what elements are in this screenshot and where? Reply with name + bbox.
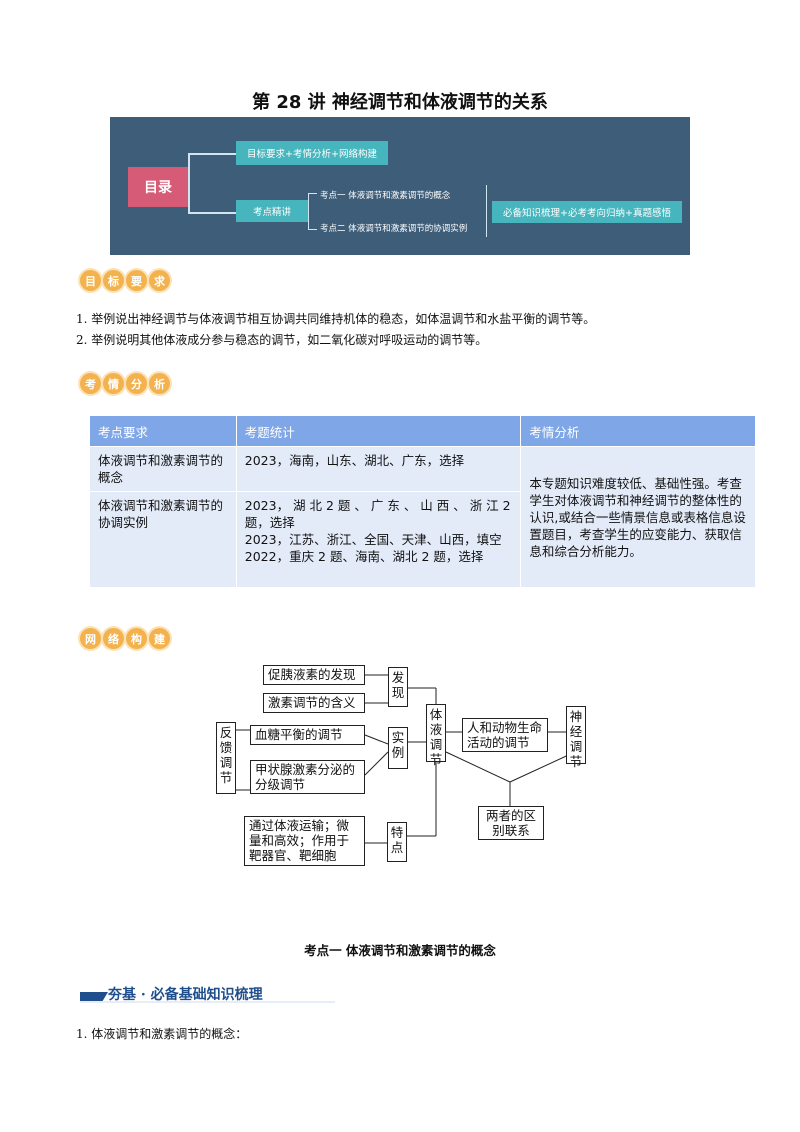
toc-banner: 目录 目标要求+考情分析+网络构建 考点精讲 考点一 体液调节和激素调节的概念 … xyxy=(110,117,690,255)
section-goals-heading: 目 标 要 求 xyxy=(80,270,170,291)
box-features-text: 通过体液运输；微量和高效；作用于靶器官、靶细胞 xyxy=(244,816,365,866)
table-row: 体液调节和激素调节的协调实例 2023， 湖 北 2 题 、 广 东 、 山 西… xyxy=(89,491,756,588)
heading-char: 目 xyxy=(80,270,101,291)
heading-char: 构 xyxy=(126,628,147,649)
heading-char: 络 xyxy=(103,628,124,649)
heading-char: 建 xyxy=(149,628,170,649)
goal-1: 1. 举例说出神经调节与体液调节相互协调共同维持机体的稳态，如体温调节和水盐平衡… xyxy=(76,312,596,326)
stat-line: 2023，江苏、浙江、全国、天津、山西，填空 xyxy=(244,532,502,547)
heading-char: 情 xyxy=(103,373,124,394)
table-cell: 体液调节和激素调节的协调实例 xyxy=(89,491,237,588)
stat-line: 2022，重庆 2 题、海南、湖北 2 题，选择 xyxy=(244,549,484,564)
table-cell-analysis: 本专题知识难度较低、基础性强。考查学生对体液调节和神经调节的整体性的认识,或结合… xyxy=(520,446,756,588)
heading-char: 要 xyxy=(126,270,147,291)
box-relation: 两者的区别联系 xyxy=(478,806,544,840)
concept-item-1: 1. 体液调节和激素调节的概念： xyxy=(76,1027,248,1041)
table-header: 考点要求 xyxy=(89,415,237,447)
toc-item-goals[interactable]: 目标要求+考情分析+网络构建 xyxy=(236,141,388,165)
table-header: 考题统计 xyxy=(235,415,522,447)
box-features: 特点 xyxy=(387,822,407,862)
table-cell: 2023，海南，山东、湖北、广东，选择 xyxy=(235,446,522,492)
toc-item-right[interactable]: 必备知识梳理+必考考向归纳+真题感悟 xyxy=(492,201,682,223)
box-thyroid: 甲状腺激素分泌的分级调节 xyxy=(250,760,365,794)
toc-sub-1[interactable]: 考点一 体液调节和激素调节的概念 xyxy=(320,191,451,201)
toc-item-keypoints[interactable]: 考点精讲 xyxy=(236,200,308,222)
heading-char: 分 xyxy=(126,373,147,394)
heading-char: 网 xyxy=(80,628,101,649)
stripe-bar-icon xyxy=(80,992,335,1003)
exam-analysis-table: 考点要求 考题统计 考情分析 体液调节和激素调节的概念 2023，海南，山东、湖… xyxy=(89,415,756,588)
section-1-title: 考点一 体液调节和激素调节的概念 xyxy=(304,943,496,958)
toc-root[interactable]: 目录 xyxy=(128,167,188,207)
table-row: 体液调节和激素调节的概念 2023，海南，山东、湖北、广东，选择 本专题知识难度… xyxy=(89,446,756,588)
box-humoral: 体液调节 xyxy=(426,704,446,767)
stat-line: 2023， 湖 北 2 题 、 广 东 、 山 西 、 浙 江 2 题，选择 xyxy=(244,498,511,530)
heading-char: 析 xyxy=(149,373,170,394)
heading-char: 考 xyxy=(80,373,101,394)
box-example: 实例 xyxy=(388,727,408,769)
box-glucose: 血糖平衡的调节 xyxy=(250,725,365,745)
box-secretin: 促胰液素的发现 xyxy=(263,665,365,685)
box-discovery: 发现 xyxy=(388,667,408,707)
box-life-regulation: 人和动物生命活动的调节 xyxy=(462,718,548,752)
section-network-heading: 网 络 构 建 xyxy=(80,628,170,649)
toc-sub-2[interactable]: 考点二 体液调节和激素调节的协调实例 xyxy=(320,224,468,234)
box-neural: 神经调节 xyxy=(566,706,586,769)
heading-char: 标 xyxy=(103,270,124,291)
table-cell: 2023， 湖 北 2 题 、 广 东 、 山 西 、 浙 江 2 题，选择 2… xyxy=(235,491,522,588)
stripe-label: 夯基 · 必备基础知识梳理 xyxy=(108,987,263,1003)
box-feedback: 反馈调节 xyxy=(216,722,236,794)
table-header: 考情分析 xyxy=(520,415,756,447)
heading-char: 求 xyxy=(149,270,170,291)
page-title: 第 28 讲 神经调节和体液调节的关系 xyxy=(252,92,548,113)
goal-2: 2. 举例说明其他体液成分参与稳态的调节，如二氧化碳对呼吸运动的调节等。 xyxy=(76,333,488,347)
box-hormone-meaning: 激素调节的含义 xyxy=(263,693,365,713)
section-analysis-heading: 考 情 分 析 xyxy=(80,373,170,394)
